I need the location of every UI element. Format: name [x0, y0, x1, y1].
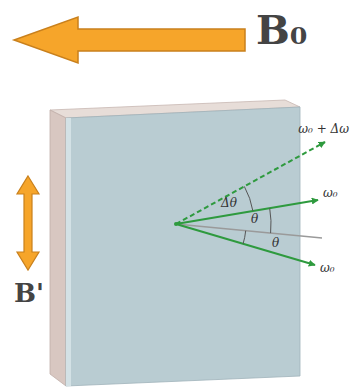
angle-arc [243, 231, 246, 244]
angle-label: Δθ [221, 197, 237, 209]
incident-beam [176, 224, 315, 265]
reflected-beam [176, 200, 318, 224]
slab-side [50, 110, 66, 386]
field-arrow [14, 17, 245, 63]
slab-front [66, 107, 300, 386]
angle-label: θ [272, 237, 279, 249]
angle-label: θ [251, 213, 258, 225]
angle-arc [244, 186, 253, 211]
origin-dot [174, 222, 178, 226]
field-label: B₀ [256, 10, 307, 50]
angle-arc [270, 208, 271, 233]
rf-field-arrow [17, 176, 39, 270]
frequency-label: ω₀ + Δω [298, 123, 349, 135]
frequency-label: ω₀ [320, 262, 335, 274]
frequency-label: ω₀ [323, 187, 338, 199]
slab-edge [66, 118, 71, 386]
rf-field-label: B' [14, 280, 44, 306]
shifted-beam [176, 142, 325, 224]
